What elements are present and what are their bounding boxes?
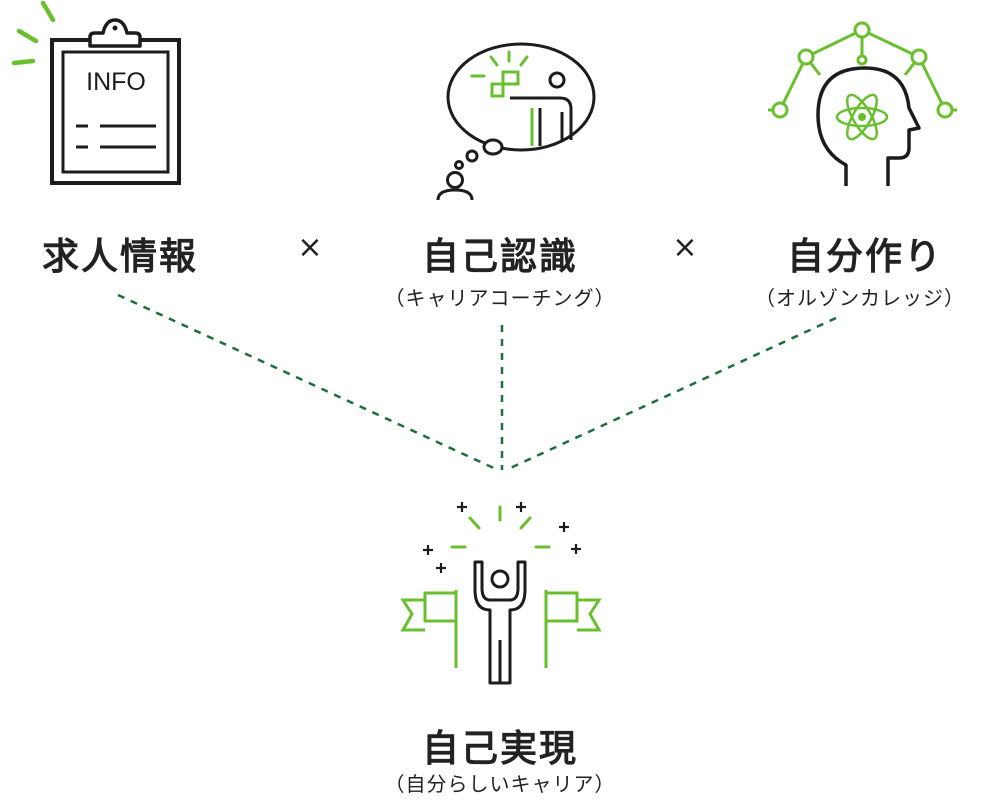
multiply-sign-2: ×: [672, 230, 698, 265]
celebrating-person-flags-icon: [400, 502, 602, 685]
clipboard-info-icon: INFO: [11, 0, 181, 185]
clipboard-info-text: INFO: [86, 68, 146, 96]
multiply-sign-1: ×: [297, 230, 323, 265]
brain-network-head-icon: [768, 21, 957, 186]
connector-right: [505, 316, 837, 472]
result-title: 自己実現: [422, 727, 578, 770]
top-item-title-job-info: 求人情報: [42, 235, 198, 278]
thought-bubble-presenter-icon: [436, 42, 596, 201]
connector-left: [117, 293, 499, 472]
top-item-subtitle-self-building: （オルゾンカレッジ）: [755, 286, 965, 310]
top-item-title-self-building: 自分作り: [787, 235, 943, 278]
top-item-subtitle-self-awareness: （キャリアコーチング）: [384, 286, 616, 310]
top-item-title-self-awareness: 自己認識: [422, 235, 578, 278]
connector-lines: [117, 293, 837, 472]
result-subtitle: （自分らしいキャリア）: [384, 772, 616, 796]
